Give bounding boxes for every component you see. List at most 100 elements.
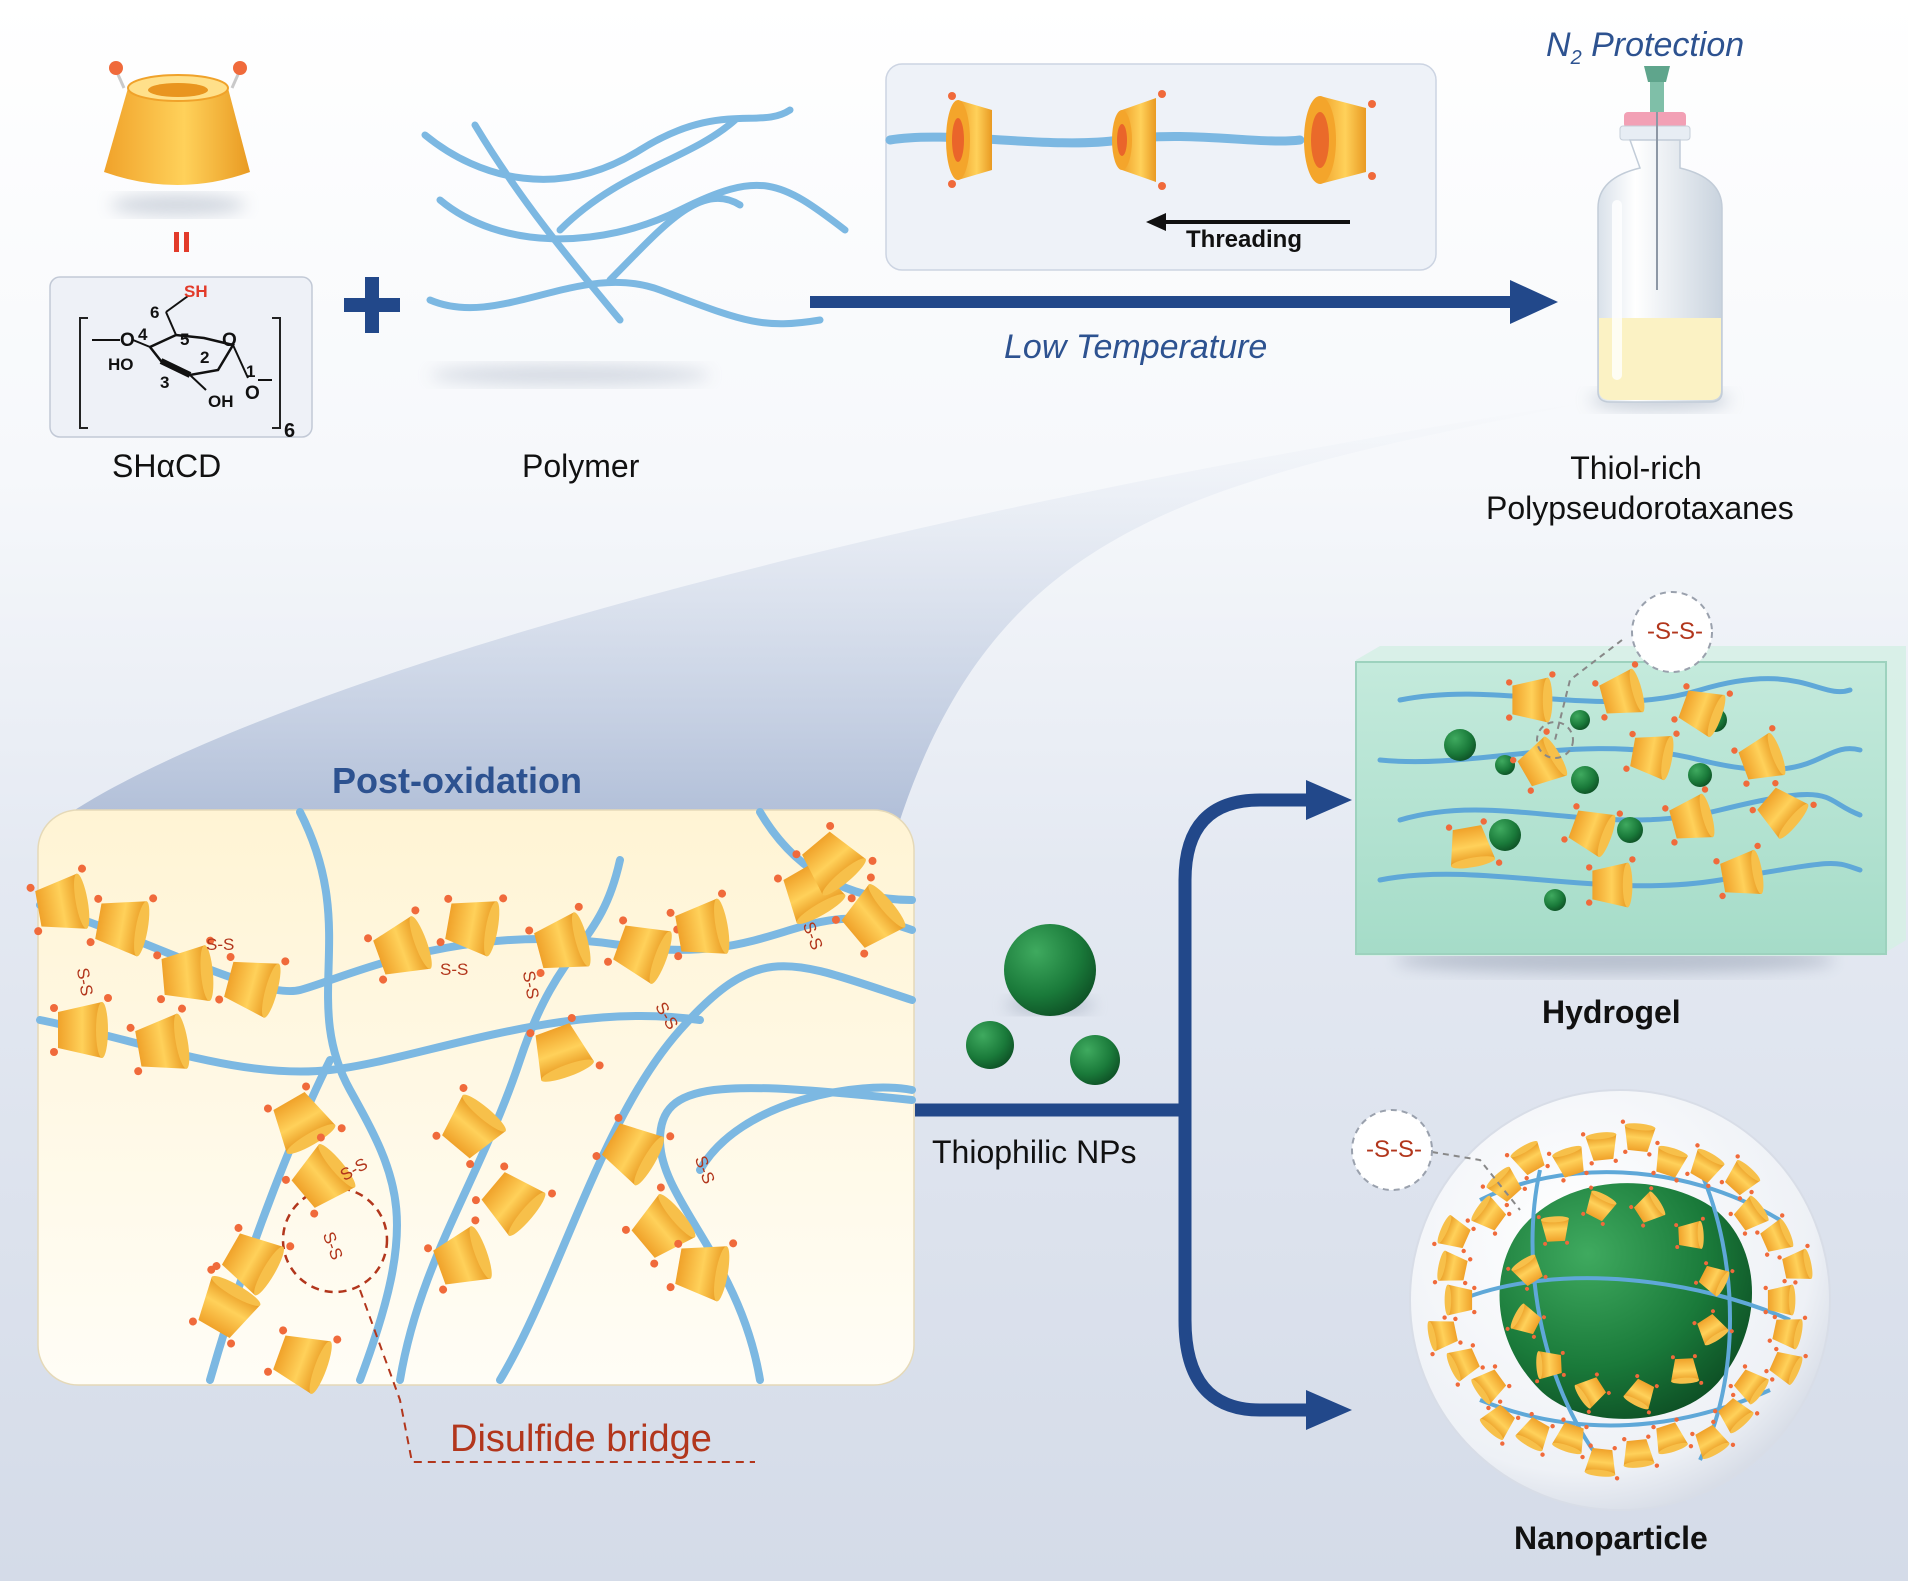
np-cd-inner-2 xyxy=(1623,1374,1659,1415)
np-cd-inner-4 xyxy=(1535,1350,1566,1384)
gel-cd-2 xyxy=(1671,683,1734,738)
gel-cd-7 xyxy=(1561,803,1624,858)
chem-o-right: O xyxy=(245,383,260,404)
np-cd-ring-9 xyxy=(1552,1417,1589,1460)
np-cd-ring-2 xyxy=(1764,1346,1808,1385)
np-cd-ring-6 xyxy=(1651,1417,1694,1455)
threaded-cd-2 xyxy=(1112,90,1166,190)
panel-cd-17 xyxy=(264,1326,342,1394)
chem-n4: 4 xyxy=(138,325,148,344)
panel-cd-2 xyxy=(153,936,215,1004)
ss-tag-nanoparticle: -S-S- xyxy=(1366,1136,1422,1163)
panel-cd-25 xyxy=(792,821,877,896)
np-cd-ring-8 xyxy=(1584,1443,1620,1481)
panel-cd-19 xyxy=(471,1162,557,1236)
chem-structure-box xyxy=(49,276,313,438)
nanoparticle-label: Nanoparticle xyxy=(1514,1520,1708,1556)
np-cd-ring-15 xyxy=(1442,1284,1477,1320)
chem-o-left: O xyxy=(120,330,135,351)
process-arrow-top xyxy=(810,280,1558,324)
chem-n3: 3 xyxy=(160,373,170,392)
np-cd-ring-21 xyxy=(1546,1145,1589,1183)
panel-cd-0 xyxy=(26,864,90,936)
threading-label: Threading xyxy=(1186,226,1303,253)
np-cd-ring-12 xyxy=(1471,1364,1512,1411)
polymer-chains-icon xyxy=(421,106,849,328)
panel-cd-22 xyxy=(592,1113,675,1186)
np-cd-inner-5 xyxy=(1505,1303,1546,1339)
np-cd-inner-0 xyxy=(1692,1309,1734,1346)
hydrogel-cyclodextrins xyxy=(1445,661,1817,908)
chem-ho: HO xyxy=(108,355,134,374)
panel-cd-8 xyxy=(666,889,730,961)
np-cd-ring-27 xyxy=(1728,1189,1769,1236)
free-cd xyxy=(1304,96,1376,184)
nanoparticle-cyclodextrin-rings xyxy=(1427,1119,1813,1481)
np-cd-inner-10 xyxy=(1674,1216,1705,1250)
thiophilic-np-label: Thiophilic NPs xyxy=(932,1134,1137,1170)
np-cd-ring-3 xyxy=(1728,1364,1775,1405)
post-oxidation-title: Post-oxidation xyxy=(332,760,582,801)
panel-cyclodextrins xyxy=(26,821,906,1394)
chem-sh: SH xyxy=(184,282,208,301)
panel-cd-10 xyxy=(831,873,906,958)
product-line-1: Thiol-rich xyxy=(1570,450,1702,486)
np-cd-ring-19 xyxy=(1480,1166,1528,1208)
disulfide-bridge-label: Disulfide bridge xyxy=(450,1418,712,1460)
zoom-cone xyxy=(60,400,1600,820)
hydrogel-label: Hydrogel xyxy=(1542,994,1681,1030)
panel-cd-15 xyxy=(212,1223,295,1296)
np-cd-ring-13 xyxy=(1446,1343,1485,1387)
np-cd-ring-18 xyxy=(1465,1195,1512,1236)
nanoparticle-assembly xyxy=(1409,1089,1831,1511)
panel-cd-1 xyxy=(86,894,158,957)
panel-cd-5 xyxy=(436,894,508,957)
gel-cd-5 xyxy=(1731,725,1786,787)
n2-protection-label: N2 Protection xyxy=(1546,26,1744,70)
chem-n2: 2 xyxy=(200,348,210,367)
np-cd-ring-4 xyxy=(1712,1392,1760,1434)
panel-cd-6 xyxy=(525,902,591,977)
low-temperature-label: Low Temperature xyxy=(1004,328,1268,366)
n2-symbol: N xyxy=(1546,26,1571,64)
np-cd-inner-3 xyxy=(1574,1372,1611,1414)
gel-cd-6 xyxy=(1445,818,1503,869)
np-cd-ring-28 xyxy=(1755,1213,1794,1257)
arrowhead-nanoparticle xyxy=(1306,1390,1352,1430)
shacd-label: SHαCD xyxy=(112,448,222,484)
gel-cd-4 xyxy=(1623,730,1680,781)
gel-cd-8 xyxy=(1662,786,1715,846)
vial-icon xyxy=(1590,66,1730,410)
np-cd-ring-26 xyxy=(1719,1154,1761,1201)
gel-cd-9 xyxy=(1749,779,1817,839)
equals-sign-icon xyxy=(174,232,189,252)
chem-n5: 5 xyxy=(180,330,190,349)
ss-tag-hydrogel: -S-S- xyxy=(1647,618,1703,645)
panel-cd-4 xyxy=(364,906,432,984)
panel-cd-3 xyxy=(215,953,290,1018)
gel-cd-10 xyxy=(1586,856,1636,908)
panel-cd-12 xyxy=(126,1004,190,1076)
panel-cd-13 xyxy=(263,1082,346,1154)
panel-cd-16 xyxy=(188,1265,261,1348)
ss-tag-hydrogel-connector xyxy=(1536,639,1623,759)
plus-sign-icon xyxy=(344,277,400,333)
threading-inset xyxy=(885,63,1437,271)
np-cd-inner-1 xyxy=(1670,1354,1704,1385)
chem-subscript: 6 xyxy=(284,420,296,442)
np-cd-inner-8 xyxy=(1581,1185,1617,1226)
protection-word: Protection xyxy=(1581,26,1745,64)
np-cd-ring-0 xyxy=(1763,1280,1798,1316)
panel-cd-20 xyxy=(424,1216,492,1294)
np-cd-ring-1 xyxy=(1767,1314,1808,1350)
panel-cd-7 xyxy=(604,916,682,984)
product-line-2: Polypseudorotaxanes xyxy=(1486,490,1794,526)
np-cd-ring-17 xyxy=(1432,1215,1476,1254)
branch-arrows xyxy=(915,793,1310,1417)
panel-cd-24 xyxy=(666,1239,738,1302)
threaded-cd-1 xyxy=(946,92,992,188)
np-cd-inner-9 xyxy=(1629,1186,1666,1228)
product-label: Thiol-rich Polypseudorotaxanes xyxy=(1486,448,1794,528)
